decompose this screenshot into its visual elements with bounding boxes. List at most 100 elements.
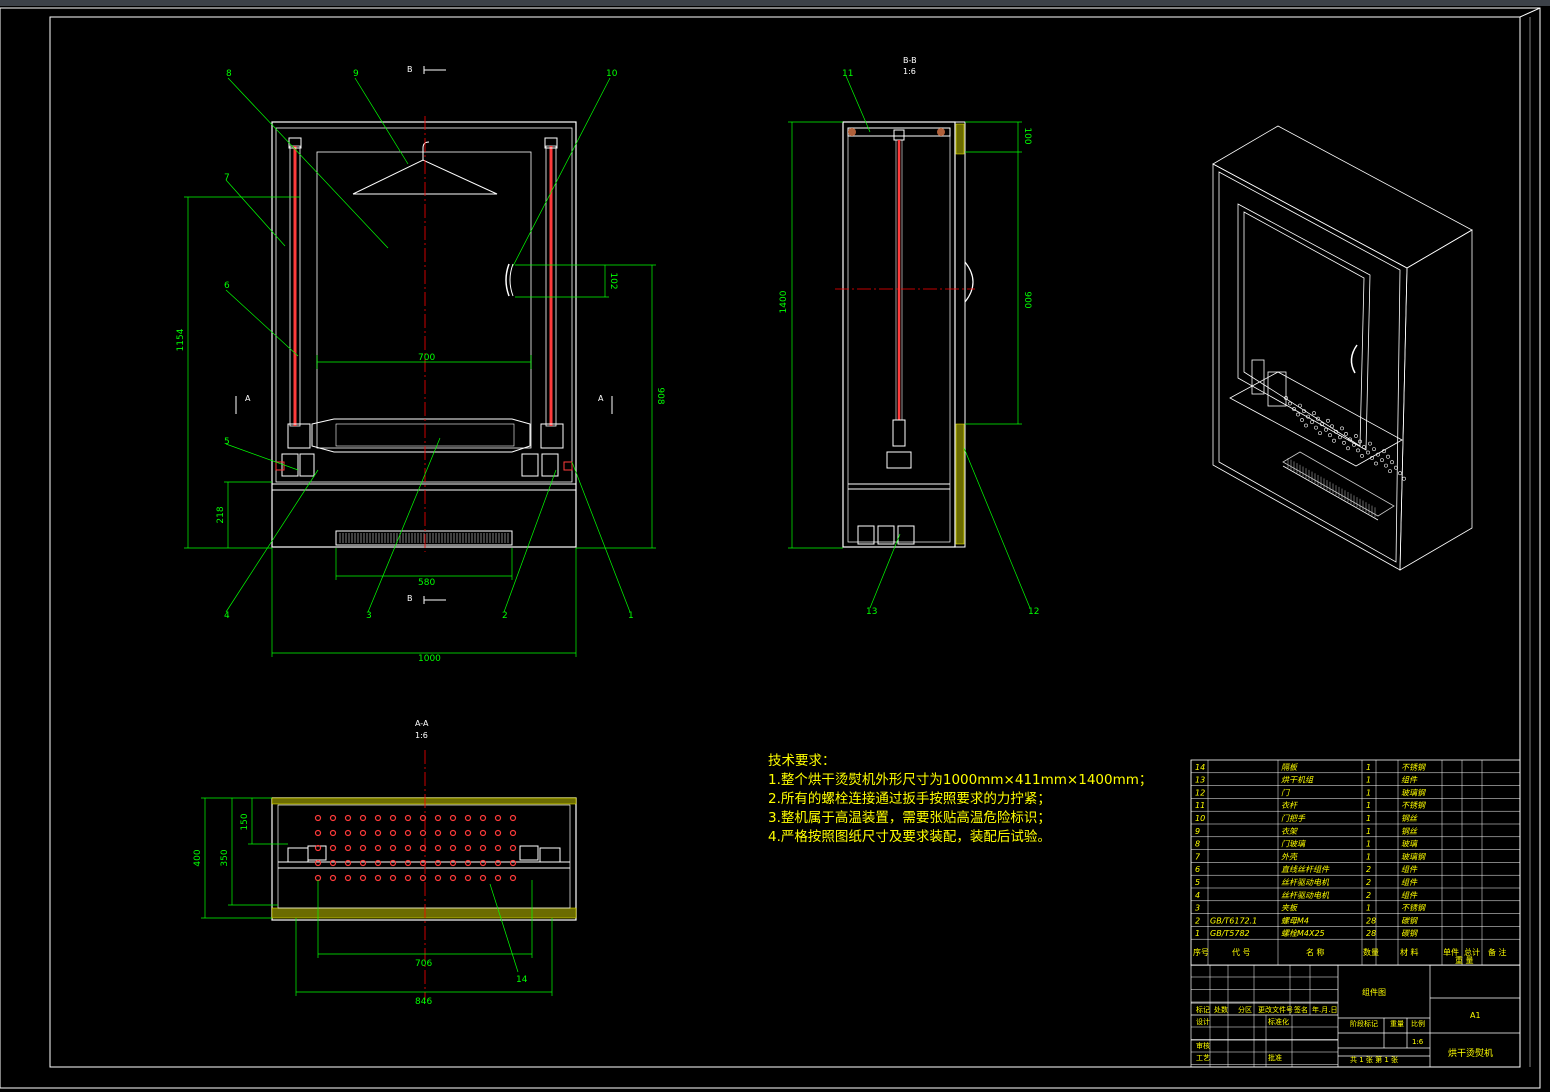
svg-text:更改文件号: 更改文件号 [1258,1005,1293,1014]
iso-hole [1304,423,1308,428]
drawing-sheet-size: A1 [1470,1011,1481,1020]
bom-qty: 1 [1366,801,1371,810]
iso-hole [1342,440,1346,445]
bom-no: 13 [1195,776,1205,785]
perforation-hole [494,814,502,822]
iso-hole [1328,433,1332,438]
iso-hole [1346,446,1350,451]
perforation-hole [329,814,337,822]
iso-hole [1332,438,1336,443]
perforation-hole [314,859,322,867]
balloon-3: 3 [366,611,372,621]
bom-material: 不锈钢 [1401,904,1426,913]
iso-hole [1316,416,1320,421]
drawing-frame [49,16,1521,1068]
perforation-hole [389,829,397,837]
front-view [271,116,577,552]
iso-hole [1358,439,1362,444]
svg-text:分区: 分区 [1238,1005,1252,1014]
bom-name: 直线丝杆组件 [1281,865,1330,874]
side-dimensions [788,75,1031,609]
svg-text:比例: 比例 [1411,1019,1425,1028]
bom-material: 组件 [1401,891,1418,900]
tech-item-1: 1.整个烘干烫熨机外形尺寸为1000mm×411mm×1400mm； [768,772,1153,788]
svg-text:阶段标记: 阶段标记 [1350,1019,1378,1028]
perforation-hole [434,874,442,882]
bom-material: 钢丝 [1401,827,1418,836]
perforation-hole [374,829,382,837]
bom-header-name: 名 称 [1306,947,1325,957]
perforation-hole [464,844,472,852]
balloon-5: 5 [224,437,230,447]
perforation-hole [404,859,412,867]
perforation-hole [464,814,472,822]
iso-hole [1292,407,1296,411]
title-block [1190,964,1521,1068]
dim-350: 350 [220,849,230,866]
perforation-hole [374,859,382,867]
perforation-hole [359,859,367,867]
iso-hole [1344,431,1348,436]
svg-text:B: B [407,65,413,74]
iso-hole [1368,441,1372,446]
perforation-hole [449,844,457,852]
side-view: B-B 1:6 [835,56,975,548]
perforation-hole [494,829,502,837]
perforation-hole [359,829,367,837]
tech-item-2: 2.所有的螺栓连接通过扳手按照要求的力拧紧； [768,791,1051,807]
bom-material: 碳钢 [1401,916,1418,925]
section-perforations [314,814,517,882]
perforation-hole [464,829,472,837]
bom-name: 门玻璃 [1281,840,1307,849]
perforation-hole [449,829,457,837]
balloon-6: 6 [224,281,230,291]
bom-no: 6 [1195,865,1200,874]
perforation-hole [359,814,367,822]
bom-material: 玻璃 [1401,840,1419,849]
bom-no: 2 [1195,916,1200,925]
section-dimensions [201,797,553,996]
bom-no: 10 [1195,814,1205,823]
bom-qty: 2 [1366,878,1371,887]
bom-material: 钢丝 [1401,814,1418,823]
bom-no: 3 [1195,904,1200,913]
perforation-hole [479,814,487,822]
iso-hole [1334,429,1338,434]
perforation-hole [359,844,367,852]
bom-no: 4 [1195,891,1200,900]
perforation-hole [434,814,442,822]
svg-text:共 1 张 第 1 张: 共 1 张 第 1 张 [1350,1055,1398,1064]
bom-name: 螺母M4 [1281,916,1309,925]
dim-908: 908 [655,387,665,404]
perforation-hole [314,814,322,822]
iso-hole [1366,450,1370,455]
dim-100: 100 [1022,127,1032,144]
iso-hole [1348,437,1352,442]
iso-hole [1354,434,1358,438]
dim-846: 846 [415,997,432,1007]
perforation-hole [509,844,517,852]
perforation-hole [419,874,427,882]
balloon-12: 12 [1028,607,1039,617]
bom-header-remark: 备 注 [1488,947,1507,957]
perforation-hole [344,859,352,867]
bom-material: 玻璃钢 [1401,852,1426,861]
bom-name: 衣架 [1281,827,1298,836]
perforation-hole [509,814,517,822]
bom-qty: 1 [1366,814,1371,823]
iso-hole [1352,442,1356,447]
bom-name: 螺栓M4X25 [1281,929,1325,938]
perforation-hole [509,829,517,837]
svg-text:B: B [407,594,413,603]
iso-hole [1306,414,1310,419]
bom-name: 隔板 [1281,763,1298,772]
svg-text:A: A [598,394,604,403]
bom-qty: 2 [1366,865,1371,874]
balloon-2: 2 [502,611,508,621]
perforation-hole [419,859,427,867]
perforation-hole [494,859,502,867]
bom-qty: 1 [1366,840,1371,849]
svg-text:签名: 签名 [1294,1005,1308,1014]
dim-580: 580 [418,578,435,588]
